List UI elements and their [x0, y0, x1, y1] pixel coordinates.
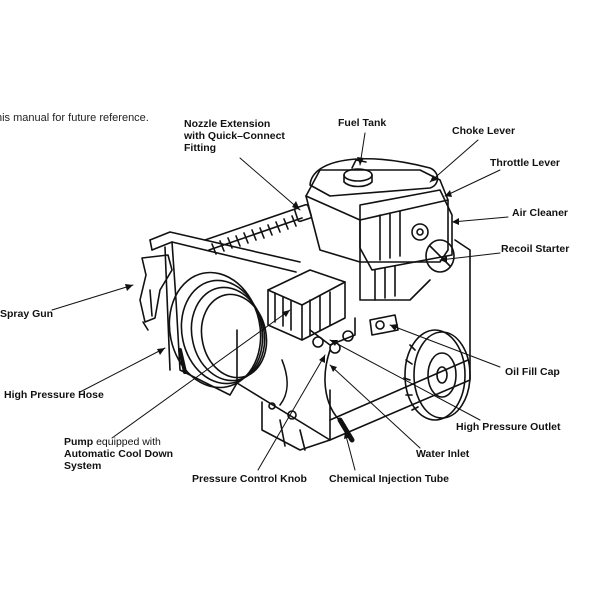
label-high-pressure-outlet: High Pressure Outlet [456, 421, 561, 433]
label-pump-rest: equipped with [93, 436, 161, 448]
label-pump-bold: Pump [64, 436, 94, 448]
label-fuel-tank: Fuel Tank [338, 117, 387, 129]
label-throttle-lever: Throttle Lever [490, 157, 561, 169]
label-nozzle-extension: Nozzle Extension with Quick–Connect Fitt… [184, 118, 285, 154]
leader-arrows [125, 157, 459, 439]
handle-frame [149, 231, 301, 396]
label-high-pressure-hose: High Pressure Hose [4, 389, 104, 401]
label-spray-gun: Spray Gun [0, 308, 54, 320]
label-oil-fill-cap: Oil Fill Cap [505, 366, 560, 378]
label-pressure-control-knob: Pressure Control Knob [192, 473, 307, 485]
pump [267, 269, 399, 354]
label-air-cleaner: Air Cleaner [512, 207, 569, 219]
wheel [403, 329, 471, 421]
nozzle-extension [204, 203, 313, 255]
hose-coil [168, 271, 288, 406]
label-chemical-injection-tube: Chemical Injection Tube [329, 473, 449, 485]
chemical-tube [324, 349, 355, 443]
label-water-inlet: Water Inlet [416, 448, 470, 460]
fuel-tank [309, 158, 439, 197]
engine [305, 169, 453, 301]
label-choke-lever: Choke Lever [452, 125, 516, 137]
label-pump: Pump equipped with Automatic Cool Down S… [64, 436, 173, 472]
label-recoil-starter: Recoil Starter [501, 243, 570, 255]
label-pump-line2: Automatic Cool Down [64, 448, 174, 460]
label-pump-line3: System [64, 460, 102, 472]
intro-text-fragment: his manual for future reference. [0, 112, 149, 124]
spray-gun [139, 254, 173, 331]
leader-lines [51, 132, 509, 471]
